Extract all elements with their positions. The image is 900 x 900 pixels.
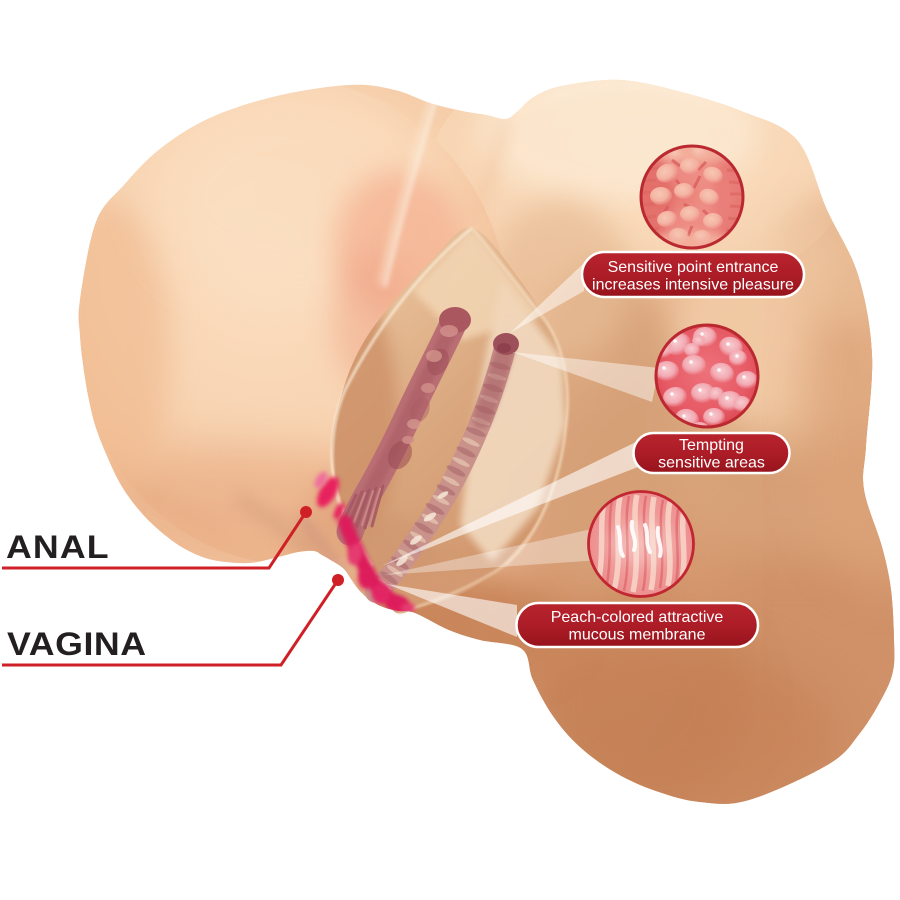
svg-text:sensitive areas: sensitive areas [658, 455, 765, 472]
svg-text:Sensitive point entrance: Sensitive point entrance [608, 259, 779, 276]
svg-text:VAGINA: VAGINA [7, 626, 147, 662]
svg-text:mucous membrane: mucous membrane [569, 627, 706, 644]
svg-text:Peach-colored attractive: Peach-colored attractive [551, 609, 724, 626]
svg-text:ANAL: ANAL [6, 529, 110, 565]
svg-text:Tempting: Tempting [679, 437, 744, 454]
svg-text:increases intensive pleasure: increases intensive pleasure [592, 277, 794, 294]
